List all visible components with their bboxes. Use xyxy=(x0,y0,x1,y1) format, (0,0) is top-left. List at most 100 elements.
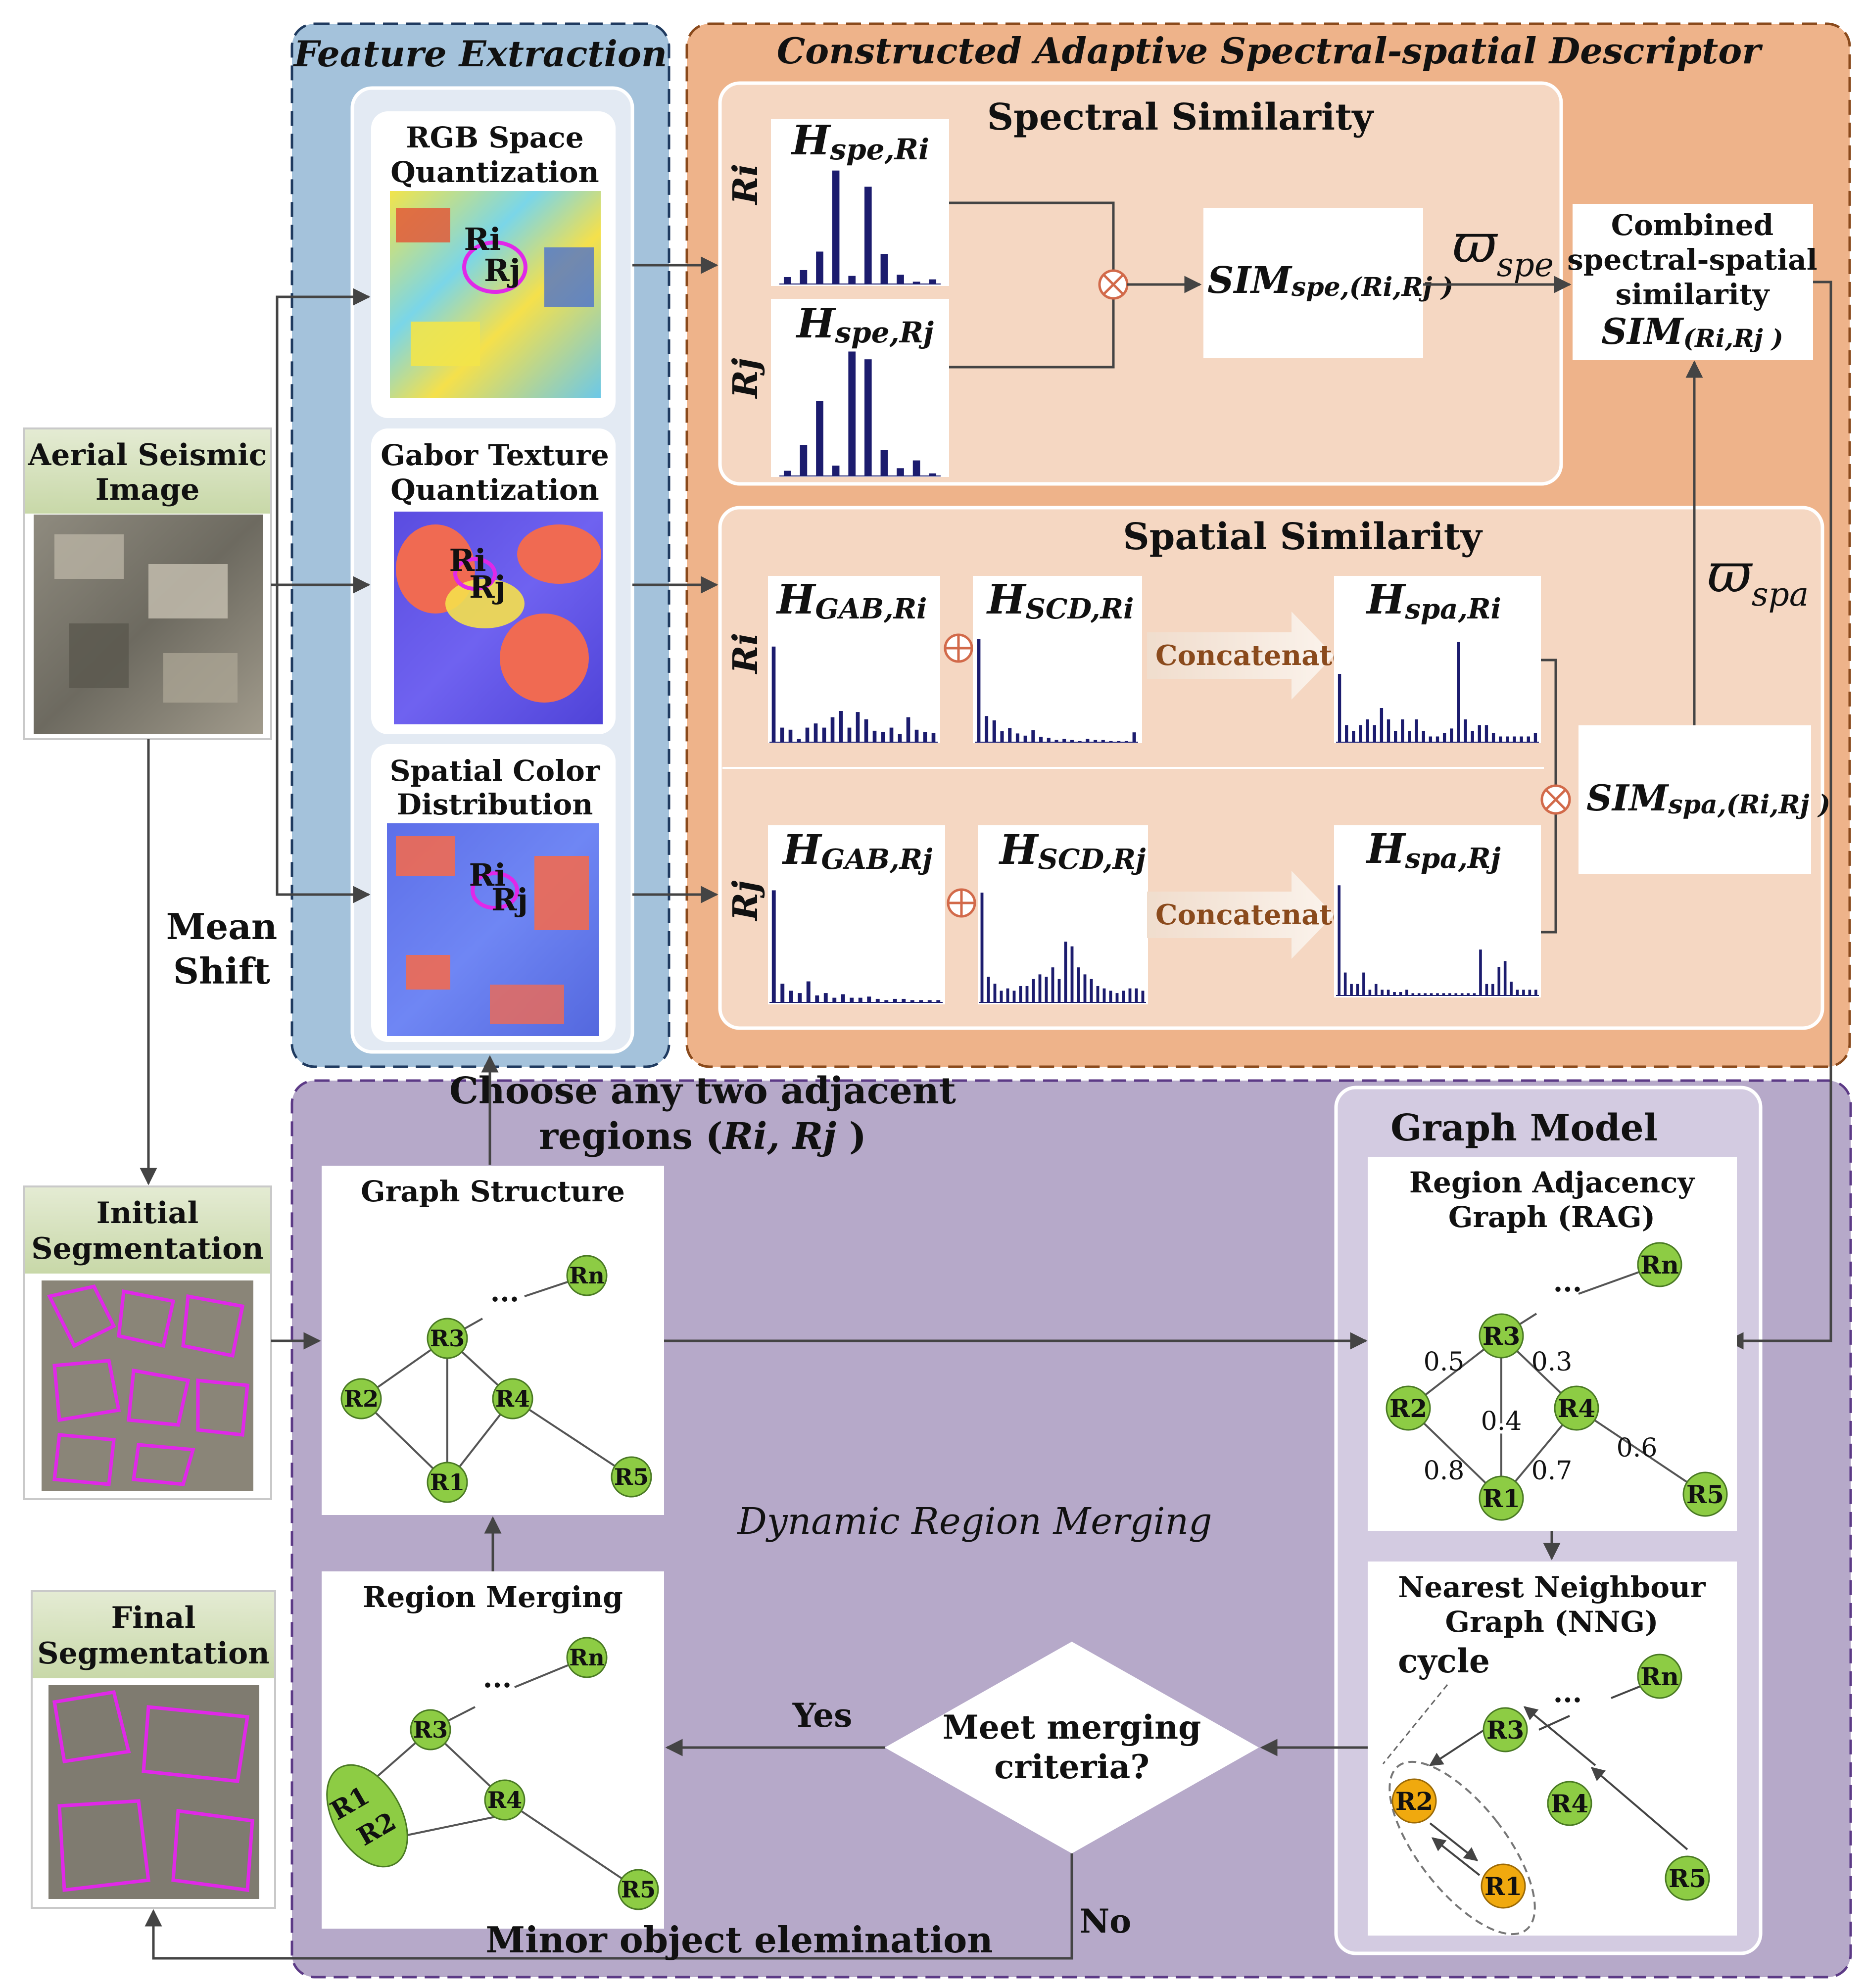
gs-node-r4: R4 xyxy=(495,1385,530,1412)
hist-bar xyxy=(1381,990,1384,995)
hist-bar xyxy=(914,729,919,742)
hist-bar xyxy=(858,997,862,1002)
hist-bar xyxy=(902,998,906,1002)
aerial-to-scd-arrow xyxy=(276,585,371,903)
rag-label-1: Region Adjacency xyxy=(1409,1166,1696,1199)
minor-label: Minor object elemination xyxy=(485,1919,993,1961)
hist-bar xyxy=(1522,990,1525,995)
rm-dots: ... xyxy=(483,1661,512,1694)
hist-bar xyxy=(1356,984,1359,995)
hist-bar xyxy=(1006,988,1009,1002)
spa-connector-bottom xyxy=(1541,813,1557,934)
hist-bar xyxy=(1408,731,1411,742)
spatial-row-ri: Ri xyxy=(726,633,766,674)
combined-to-rag-arrow xyxy=(1726,281,1832,1350)
hist-bar xyxy=(875,998,880,1002)
hist-bar xyxy=(1109,991,1112,1002)
scd-label-2: Distribution xyxy=(397,788,593,821)
svg-text:SIMspe,(Ri,Rj ): SIMspe,(Ri,Rj ) xyxy=(1207,259,1453,302)
hist-bar xyxy=(1362,972,1365,995)
hist-scd-ri-sub: SCD,Ri xyxy=(1025,593,1134,625)
hist-bar xyxy=(1132,732,1136,742)
spa-connector-top xyxy=(1541,659,1557,786)
hist-spe-ri xyxy=(779,170,941,284)
hist-bar xyxy=(1102,988,1106,1002)
hist-bar xyxy=(910,1000,914,1002)
nng-box: Nearest Neighbour Graph (NNG) cycle ... … xyxy=(1368,1562,1737,1936)
hist-bar xyxy=(1086,739,1090,742)
hist-bar xyxy=(1405,990,1408,995)
hist-gab-ri-h: H xyxy=(776,576,816,623)
hist-scd-ri xyxy=(975,639,1138,743)
hist-bar xyxy=(800,270,808,284)
hist-bar xyxy=(1064,942,1067,1002)
hist-bar xyxy=(1411,993,1415,995)
spectral-title: Spectral Similarity xyxy=(987,96,1375,139)
choose-label-1: Choose any two adjacent xyxy=(449,1070,956,1112)
spe-connector-top xyxy=(949,201,1115,272)
rag-node-rn: Rn xyxy=(1640,1250,1679,1279)
hist-gab-rj xyxy=(769,890,943,1003)
rag-weight-r3-r4: 0.3 xyxy=(1531,1347,1573,1377)
hist-scd-rj-h: H xyxy=(999,826,1039,874)
hist-bar xyxy=(993,984,997,1002)
hist-bar xyxy=(1513,736,1516,742)
hist-bar xyxy=(1442,733,1446,742)
hist-bar xyxy=(1471,731,1474,742)
nng-node-r4: R4 xyxy=(1551,1789,1588,1818)
dynamic-merging-title: Dynamic Region Merging xyxy=(736,1500,1212,1543)
cycle-label: cycle xyxy=(1398,1642,1490,1680)
hist-bar xyxy=(789,991,793,1002)
hist-spe-rj-sub: spe,Rj xyxy=(834,316,934,349)
hist-bar xyxy=(927,1000,932,1002)
rag-node-r1: R1 xyxy=(1483,1484,1520,1513)
hist-bar xyxy=(1499,736,1502,742)
choose-sep: , xyxy=(766,1115,793,1158)
hist-bar xyxy=(929,279,937,284)
rgb-rj-label: Rj xyxy=(484,252,521,288)
hist-bar xyxy=(1516,990,1519,995)
hist-bar xyxy=(1012,991,1016,1002)
nng-node-r2: R2 xyxy=(1395,1787,1433,1816)
hist-bar xyxy=(1077,967,1080,1002)
choose-suffix: ) xyxy=(836,1115,866,1158)
hist-bar xyxy=(1479,949,1482,995)
hist-bar xyxy=(1387,990,1390,995)
hist-bar xyxy=(1366,719,1369,742)
sim-spa-main: SIM xyxy=(1586,777,1670,819)
hist-bar xyxy=(832,466,840,476)
hist-bar xyxy=(848,351,856,476)
hist-scd-ri-box: HSCD,Ri xyxy=(973,576,1142,743)
descriptor-title: Constructed Adaptive Spectral-spatial De… xyxy=(777,30,1763,72)
hist-spe-ri-sub: spe,Ri xyxy=(829,133,929,166)
hist-bar xyxy=(1448,993,1451,995)
hist-spe-rj xyxy=(779,351,941,476)
hist-bar xyxy=(1460,993,1464,995)
hist-bar xyxy=(783,277,791,284)
nng-node-r1: R1 xyxy=(1484,1872,1522,1901)
gs-dots: ... xyxy=(490,1276,520,1308)
rag-dots: ... xyxy=(1553,1266,1582,1298)
feature-extraction-title: Feature Extraction xyxy=(293,33,668,75)
gs-node-r1: R1 xyxy=(430,1469,465,1496)
gs-node-r2: R2 xyxy=(344,1385,379,1412)
hist-bar xyxy=(1417,993,1421,995)
hist-bar xyxy=(1062,739,1066,742)
hist-bar xyxy=(1527,736,1530,742)
hist-bar xyxy=(780,984,785,1002)
graph-structure-box: Graph Structure ... Rn R3 R2 R4 R1 R5 xyxy=(322,1166,664,1515)
hist-bar xyxy=(1374,984,1378,995)
hist-bar xyxy=(1345,725,1348,742)
hist-spa-rj-h: H xyxy=(1366,825,1406,873)
hist-bar xyxy=(816,401,823,476)
initial-segmentation-image xyxy=(42,1280,253,1491)
svg-text:HGAB,Rj: HGAB,Rj xyxy=(782,826,932,876)
yes-label: Yes xyxy=(792,1696,853,1735)
hist-bar xyxy=(1350,984,1353,995)
combined-label-2: spectral-spatial xyxy=(1567,243,1818,277)
cycle-ellipse xyxy=(1388,1760,1536,1936)
gabor-quantization-card: Gabor Texture Quantization Ri Rj xyxy=(371,428,616,734)
hist-bar xyxy=(1457,642,1460,742)
hist-bar xyxy=(864,719,868,742)
graph-model-title: Graph Model xyxy=(1390,1107,1658,1149)
